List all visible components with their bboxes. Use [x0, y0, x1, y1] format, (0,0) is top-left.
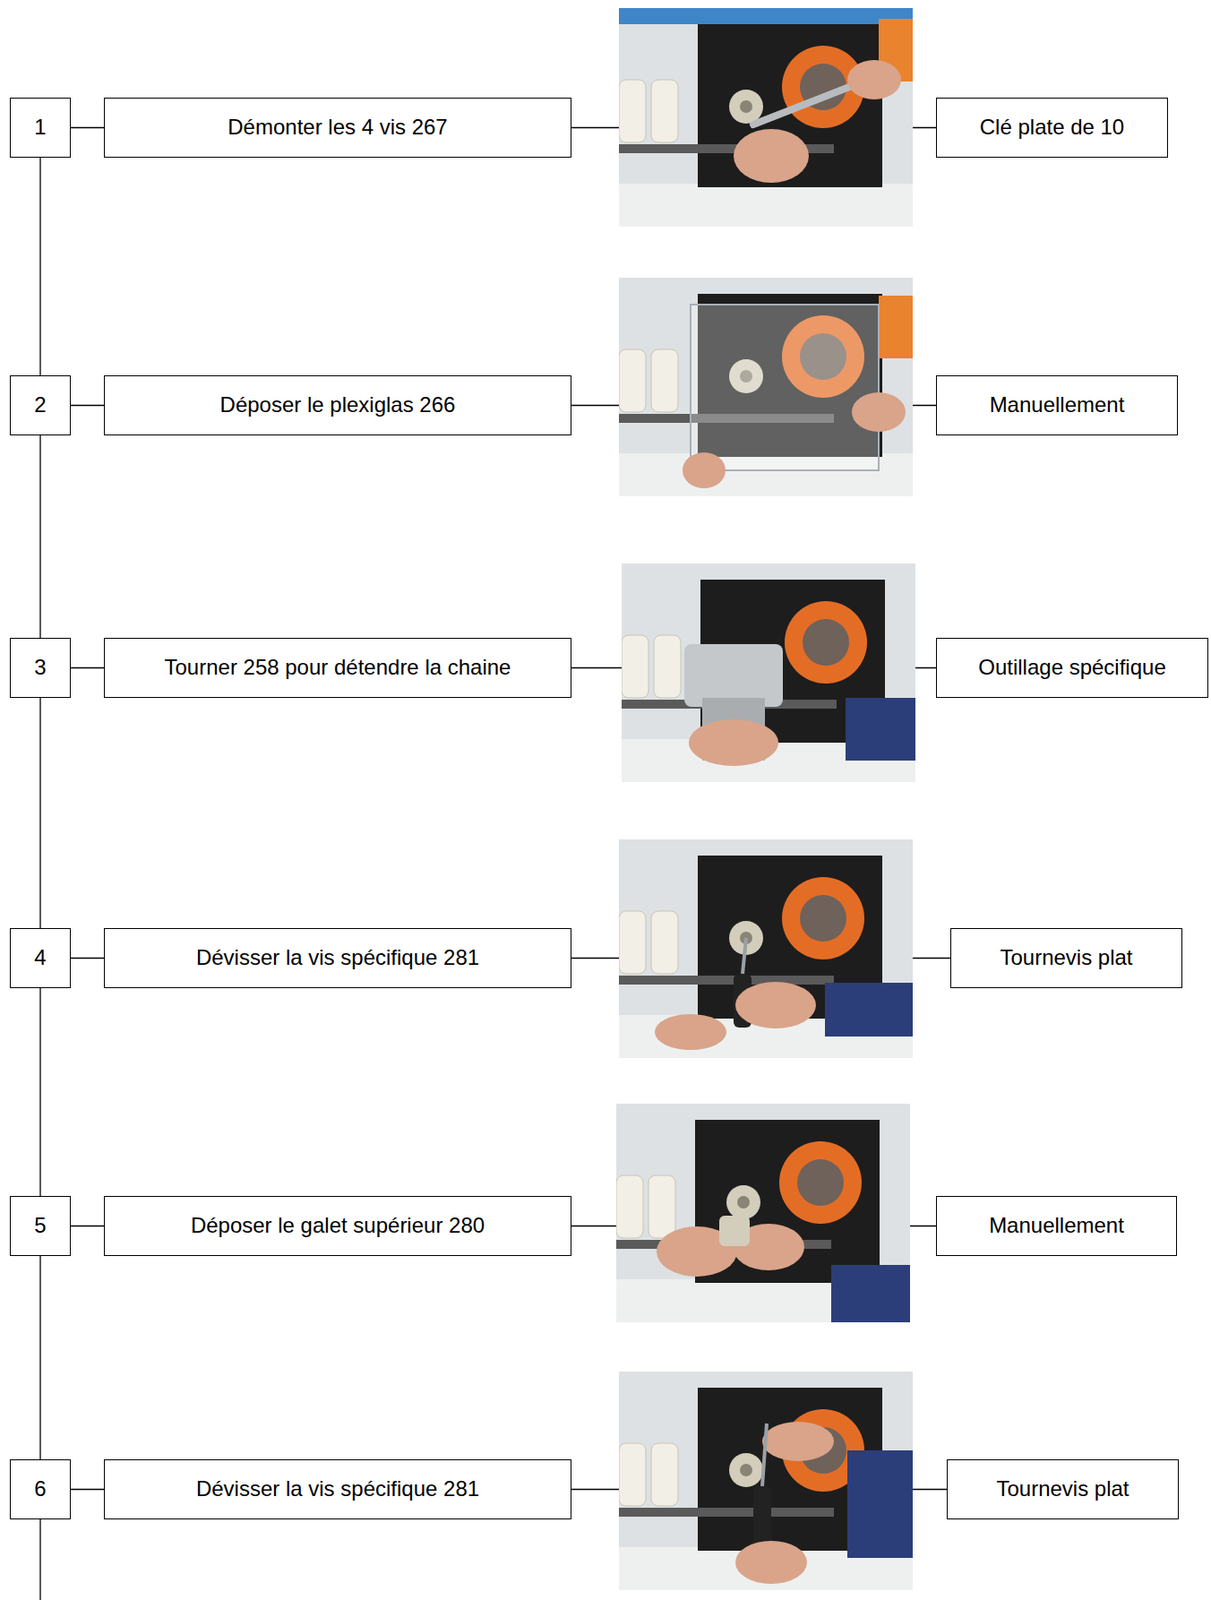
blue-cabinet: [618, 8, 913, 25]
screwdriver-handle: [753, 1485, 772, 1549]
photo-step: [621, 563, 916, 782]
connector-line: [39, 987, 41, 1196]
hand: [688, 719, 779, 766]
tool-text: Tournevis plat: [999, 944, 1133, 971]
specific-tool: [684, 644, 783, 707]
action-text: Tourner 258 pour détendre la chaine: [164, 654, 512, 681]
hand: [735, 981, 816, 1029]
hand: [654, 1013, 727, 1050]
connector-line: [70, 127, 104, 129]
photo-step: [616, 1103, 911, 1323]
tool-box: Manuellement: [936, 1195, 1177, 1256]
machine-photo: [618, 839, 913, 1058]
tool-box: Tournevis plat: [950, 927, 1183, 988]
machine-photo: [621, 563, 916, 782]
hand: [682, 452, 726, 489]
connector-line: [39, 435, 41, 638]
plexiglas: [690, 304, 879, 471]
step-number: 3: [9, 637, 71, 698]
hand: [762, 1421, 834, 1461]
step-number-text: 4: [34, 944, 46, 971]
motor: [878, 295, 913, 359]
connector-line: [39, 697, 41, 928]
hand: [847, 60, 902, 100]
step-number-text: 6: [34, 1476, 46, 1503]
tool-text: Clé plate de 10: [979, 114, 1125, 141]
timeline-tail: [39, 1519, 41, 1600]
action-text: Dévisser la vis spécifique 281: [196, 1476, 480, 1503]
connector-line: [70, 1488, 104, 1490]
action-box: Dévisser la vis spécifique 281: [103, 1459, 572, 1520]
tool-box: Manuellement: [936, 375, 1178, 436]
sleeve: [831, 1264, 911, 1323]
machine-photo: [618, 8, 913, 227]
action-box: Dévisser la vis spécifique 281: [103, 927, 572, 988]
action-box: Déposer le galet supérieur 280: [103, 1195, 572, 1256]
photo-step: [618, 8, 913, 227]
connector-line: [70, 957, 104, 959]
action-box: Déposer le plexiglas 266: [103, 375, 572, 436]
step-number: 4: [9, 927, 71, 988]
photo-step: [618, 277, 913, 497]
tool-text: Manuellement: [989, 392, 1126, 419]
connector-line: [70, 404, 104, 406]
action-text: Dévisser la vis spécifique 281: [196, 944, 480, 971]
tool-text: Outillage spécifique: [978, 654, 1166, 681]
screwdriver-shaft: [742, 937, 747, 974]
machine-photo: [616, 1103, 911, 1323]
action-text: Démonter les 4 vis 267: [227, 114, 447, 141]
connector-line: [70, 667, 104, 669]
photo-step: [618, 839, 913, 1058]
connector-line: [39, 1255, 41, 1460]
step-number-text: 3: [34, 654, 46, 681]
screwdriver-shaft: [762, 1423, 767, 1486]
action-text: Déposer le plexiglas 266: [220, 392, 456, 419]
step-number-text: 2: [34, 392, 46, 419]
tool-text: Tournevis plat: [996, 1476, 1129, 1503]
hand: [735, 1540, 808, 1584]
action-box: Tourner 258 pour détendre la chaine: [103, 637, 572, 698]
connector-line: [39, 157, 41, 376]
photo-step: [618, 1371, 913, 1590]
step-number: 6: [9, 1459, 71, 1520]
machine-photo: [618, 277, 913, 497]
wrench: [753, 84, 857, 125]
step-number: 2: [9, 375, 71, 436]
upper-roller: [719, 1215, 750, 1246]
action-box: Démonter les 4 vis 267: [103, 97, 572, 158]
hand: [733, 128, 809, 183]
connector-line: [70, 1225, 104, 1227]
step-number: 5: [9, 1195, 71, 1256]
sleeve: [847, 1450, 913, 1558]
tool-box: Clé plate de 10: [936, 97, 1169, 158]
machine-photo: [618, 1371, 913, 1590]
hand: [851, 392, 906, 432]
sleeve: [845, 697, 916, 761]
step-number-text: 5: [34, 1212, 46, 1239]
step-number: 1: [9, 97, 71, 158]
sleeve: [824, 982, 913, 1037]
tool-box: Outillage spécifique: [936, 637, 1209, 698]
tool-text: Manuellement: [988, 1212, 1125, 1239]
tool-box: Tournevis plat: [946, 1459, 1179, 1520]
step-number-text: 1: [34, 114, 46, 141]
action-text: Déposer le galet supérieur 280: [190, 1212, 485, 1239]
